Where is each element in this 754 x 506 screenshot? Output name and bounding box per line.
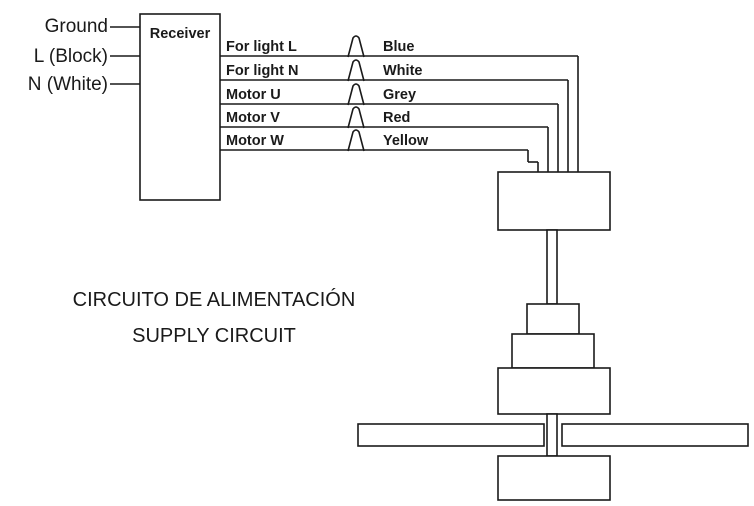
wire-connector-icon [347,129,365,152]
receiver-label: Receiver [150,26,211,42]
fan-motor-top [526,303,580,335]
fan-blade-right [561,423,749,447]
input-wires [110,26,140,85]
fan-shaft [546,413,558,457]
output-label-motor-v: Motor V [226,110,280,126]
receiver-box [139,13,221,201]
wire-color-yellow: Yellow [383,133,429,149]
wire-color-white: White [383,63,422,79]
wire-color-grey: Grey [383,87,416,103]
wire-connector-icon [347,83,365,106]
wire-color-red: Red [383,110,410,126]
input-label-l: L (Block) [34,46,108,67]
fan-blade-left [357,423,545,447]
fan-motor-middle [511,333,595,369]
wire-color-blue: Blue [383,39,414,55]
caption-spanish: CIRCUITO DE ALIMENTACIÓN [73,288,356,311]
input-label-ground: Ground [45,16,108,37]
output-label-light-n: For light N [226,63,299,79]
input-label-n: N (White) [28,74,108,95]
fan-downrod [546,229,558,305]
wire-connector-icon [347,35,365,58]
output-label-motor-u: Motor U [226,87,281,103]
wire-connector-icon [347,59,365,82]
fan-canopy [497,171,611,231]
output-wires [220,35,581,177]
output-label-motor-w: Motor W [226,133,284,149]
wire-connector-icon [347,106,365,129]
caption-english: SUPPLY CIRCUIT [132,325,296,347]
fan-light-kit [497,455,611,501]
output-label-light-l: For light L [226,39,297,55]
fan-motor-housing [497,367,611,415]
